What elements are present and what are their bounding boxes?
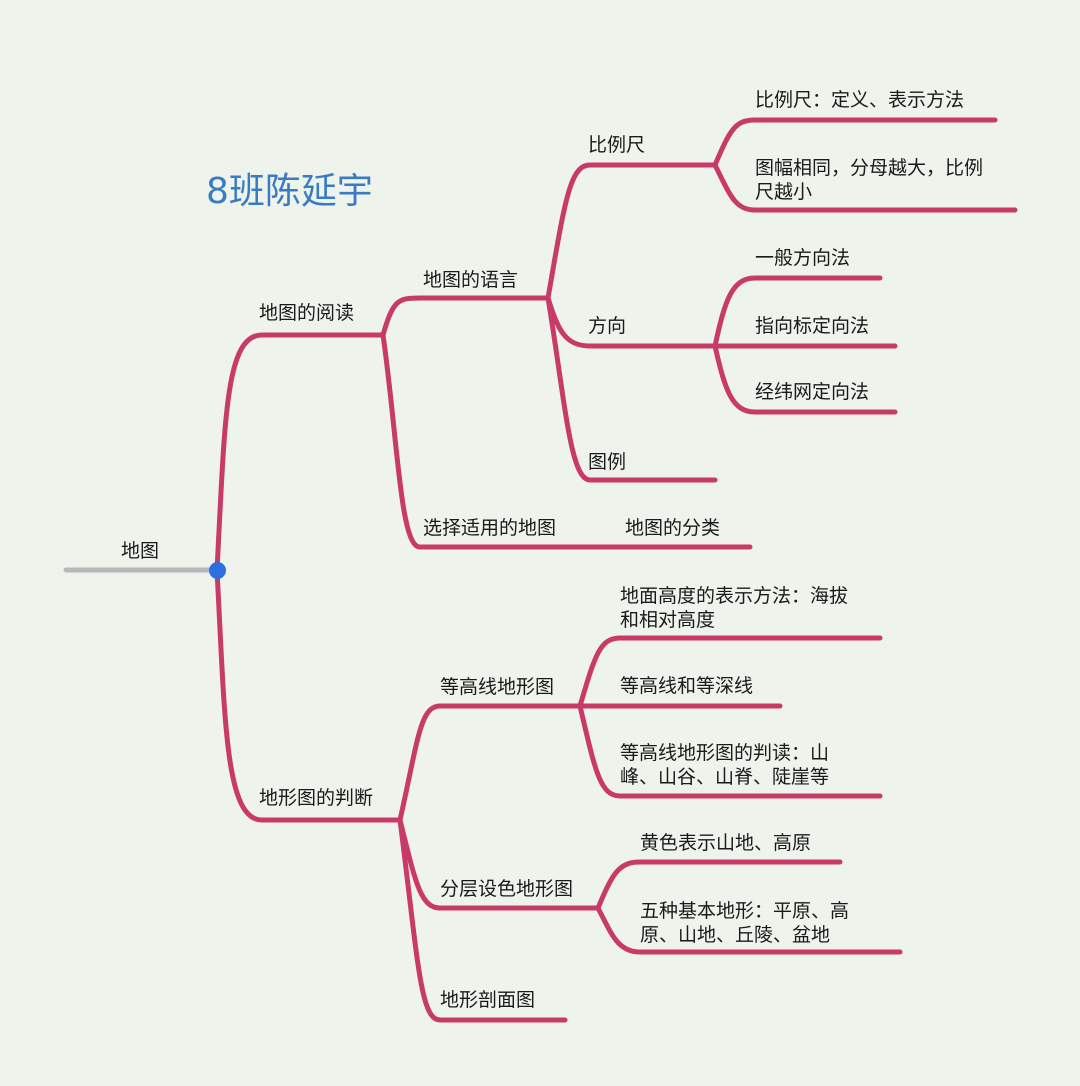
- node-scale[interactable]: 比例尺: [588, 134, 646, 156]
- edge-contour-elev: [577, 635, 883, 709]
- edge-language-legend: [545, 295, 718, 483]
- edge-terrain-profile: [397, 817, 568, 1023]
- edge-dir-grid: [712, 343, 898, 415]
- node-terrain-judgement[interactable]: 地形图的判断: [259, 787, 374, 809]
- edge-layered-yellow: [595, 859, 843, 911]
- node-profile-map[interactable]: 地形剖面图: [440, 989, 536, 1011]
- node-elevation-line2[interactable]: 和相对高度: [620, 609, 716, 631]
- node-direction[interactable]: 方向: [588, 315, 627, 337]
- node-five-landforms-line1[interactable]: 五种基本地形：平原、高: [640, 900, 850, 922]
- edge-root-terrain: [214, 567, 403, 823]
- node-grid-direction[interactable]: 经纬网定向法: [755, 381, 870, 403]
- node-scale-rule-line1[interactable]: 图幅相同，分母越大，比例: [755, 157, 984, 179]
- node-choose-map[interactable]: 选择适用的地图: [423, 517, 557, 539]
- node-contour-reading-line1[interactable]: 等高线地形图的判读：山: [620, 742, 830, 764]
- edge-dir-general: [712, 275, 883, 349]
- node-contour-reading-line2[interactable]: 峰、山谷、山脊、陡崖等: [620, 766, 830, 788]
- node-yellow-mountain[interactable]: 黄色表示山地、高原: [640, 832, 812, 854]
- edge-terrain-contour: [397, 703, 583, 823]
- node-contour-depth[interactable]: 等高线和等深线: [620, 675, 754, 697]
- node-elevation-line1[interactable]: 地面高度的表示方法：海拔: [620, 585, 849, 607]
- node-map-language[interactable]: 地图的语言: [423, 269, 519, 291]
- edge-reading-choose: [380, 332, 753, 550]
- edge-scale-rule: [712, 162, 1018, 213]
- node-scale-definition[interactable]: 比例尺：定义、表示方法: [755, 89, 965, 111]
- node-five-landforms-line2[interactable]: 原、山地、丘陵、盆地: [640, 924, 831, 946]
- node-compass-direction[interactable]: 指向标定向法: [755, 315, 870, 337]
- root-node-dot[interactable]: [209, 562, 226, 579]
- node-general-direction[interactable]: 一般方向法: [755, 247, 851, 269]
- edge-language-direction: [545, 295, 718, 349]
- edge-reading-language: [380, 295, 551, 338]
- edge-contour-reading: [577, 703, 883, 799]
- node-root[interactable]: 地图: [121, 540, 160, 562]
- node-scale-rule-line2[interactable]: 尺越小: [755, 181, 813, 203]
- edge-layered-five: [595, 905, 903, 955]
- node-legend[interactable]: 图例: [588, 451, 627, 473]
- node-map-classification[interactable]: 地图的分类: [625, 517, 721, 539]
- edge-scale-def: [712, 117, 998, 168]
- author-title: 8班陈延宇: [206, 171, 373, 212]
- node-layered-color-map[interactable]: 分层设色地形图: [440, 878, 574, 900]
- edge-root-reading: [214, 332, 386, 573]
- node-contour-map[interactable]: 等高线地形图: [440, 676, 555, 698]
- edge-language-scale: [545, 162, 718, 301]
- node-map-reading[interactable]: 地图的阅读: [259, 302, 355, 324]
